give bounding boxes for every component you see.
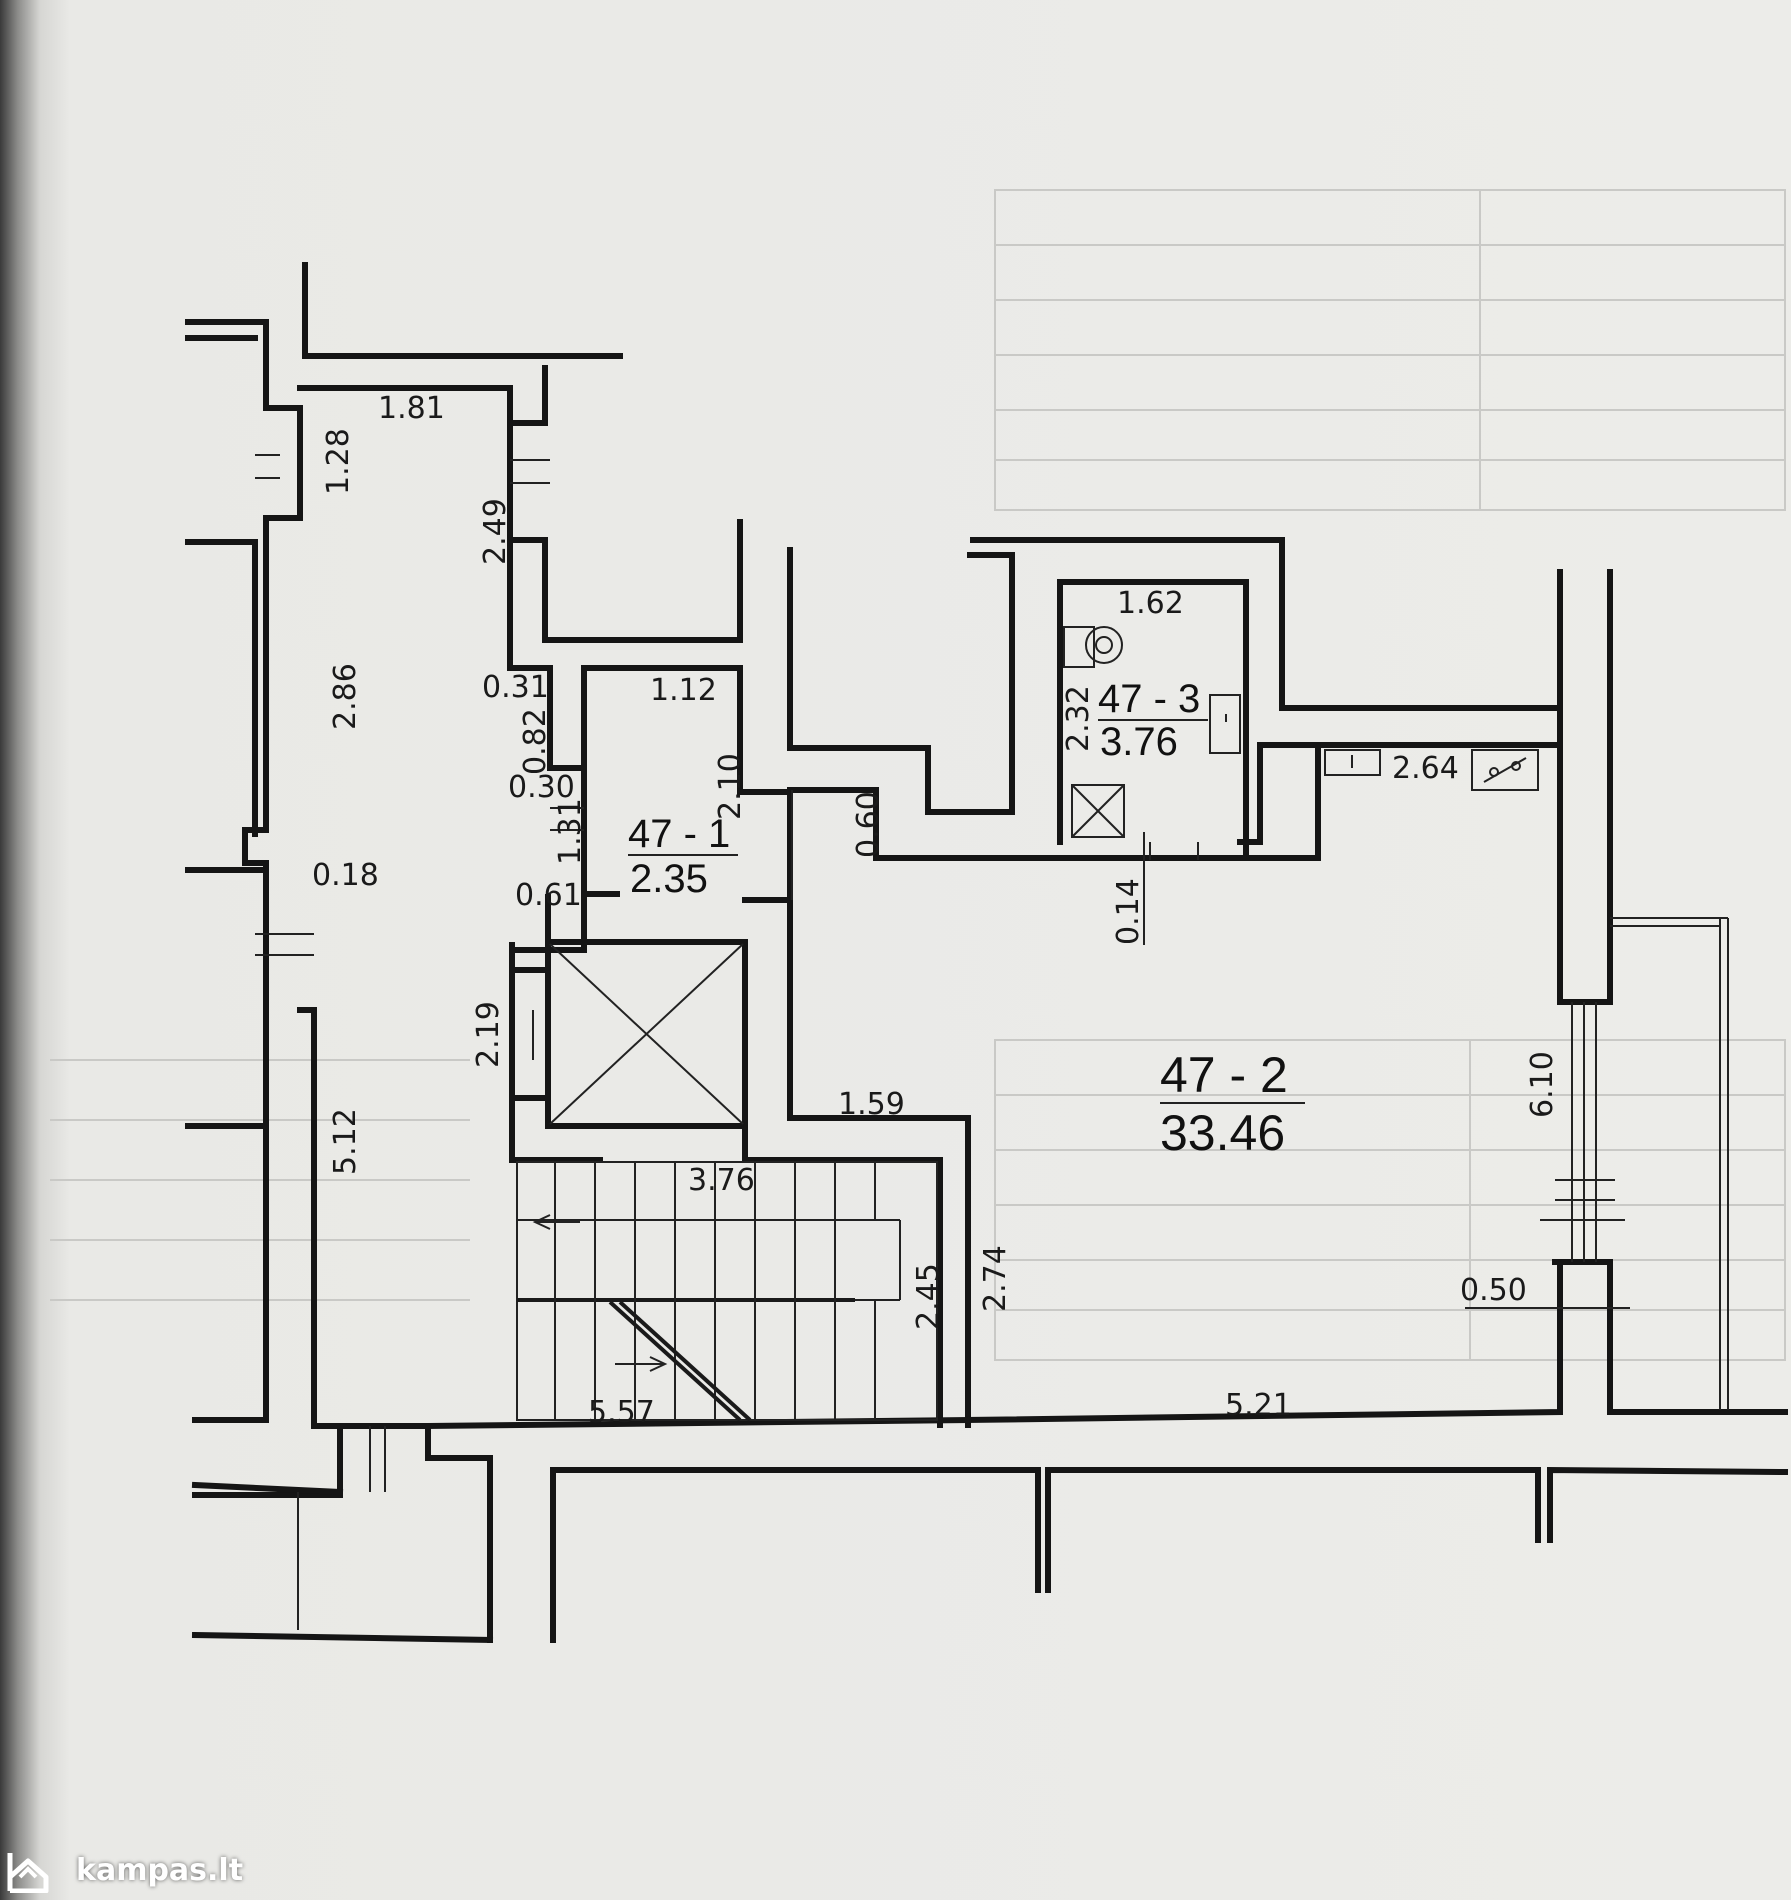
watermark-text: kampas.lt [76, 1852, 244, 1888]
dim-1-81: 1.81 [378, 391, 445, 426]
dim-6-10: 6.10 [1525, 1051, 1560, 1118]
window-right [1465, 1002, 1630, 1309]
dim-1-28: 1.28 [321, 428, 356, 495]
dim-2-32: 2.32 [1061, 685, 1096, 752]
room-47-2-id: 47 - 2 [1160, 1047, 1288, 1103]
dim-2-19: 2.19 [471, 1001, 506, 1068]
dim-0-61: 0.61 [515, 878, 582, 913]
room-47-3-area: 3.76 [1100, 720, 1178, 764]
toilet-icon [1085, 626, 1123, 664]
dim-5-57: 5.57 [588, 1395, 655, 1430]
dim-2-45: 2.45 [911, 1263, 946, 1330]
dim-1-12: 1.12 [650, 673, 717, 708]
dim-2-10: 2.10 [713, 753, 748, 820]
room-47-3-id: 47 - 3 [1098, 677, 1200, 721]
bleed-through-background [50, 189, 1786, 1361]
dim-1-62: 1.62 [1117, 586, 1184, 621]
house-logo-icon [7, 1853, 49, 1893]
walls [185, 262, 1789, 1644]
bathroom-fixtures [1063, 626, 1539, 945]
dim-2-49: 2.49 [478, 498, 513, 565]
dim-0-50: 0.50 [1460, 1273, 1527, 1308]
dim-2-74: 2.74 [978, 1245, 1013, 1312]
dim-1-31: 1.31 [553, 798, 588, 865]
dim-3-76-stairs: 3.76 [688, 1163, 755, 1198]
dimension-labels: 1.81 1.28 2.49 2.86 0.31 0.82 0.30 1.31 … [312, 391, 1560, 1430]
dim-0-82: 0.82 [518, 708, 553, 775]
doors [255, 454, 1729, 1630]
dim-2-64: 2.64 [1392, 751, 1459, 786]
dim-0-31: 0.31 [482, 670, 549, 705]
room-47-1-id: 47 - 1 [628, 812, 730, 856]
room-47-2-label: 47 - 2 33.46 [1160, 1047, 1305, 1161]
room-47-1-label: 47 - 1 2.35 [628, 812, 738, 901]
dim-0-30: 0.30 [508, 770, 575, 805]
elevator [532, 943, 744, 1125]
room-47-2-area: 33.46 [1160, 1105, 1285, 1161]
room-47-1-area: 2.35 [630, 857, 708, 901]
shower-icon [1071, 784, 1125, 838]
dim-2-86: 2.86 [328, 663, 363, 730]
watermark: kampas.lt [6, 1846, 243, 1894]
dim-0-14: 0.14 [1111, 878, 1146, 945]
room-47-3-label: 47 - 3 3.76 [1098, 677, 1208, 764]
dim-0-60: 0.60 [851, 791, 886, 858]
dim-0-18: 0.18 [312, 858, 379, 893]
dim-5-21: 5.21 [1225, 1388, 1292, 1423]
dim-5-12: 5.12 [328, 1108, 363, 1175]
stairs [516, 1161, 938, 1422]
boiler-icon [1471, 749, 1539, 791]
dim-1-59: 1.59 [838, 1087, 905, 1122]
